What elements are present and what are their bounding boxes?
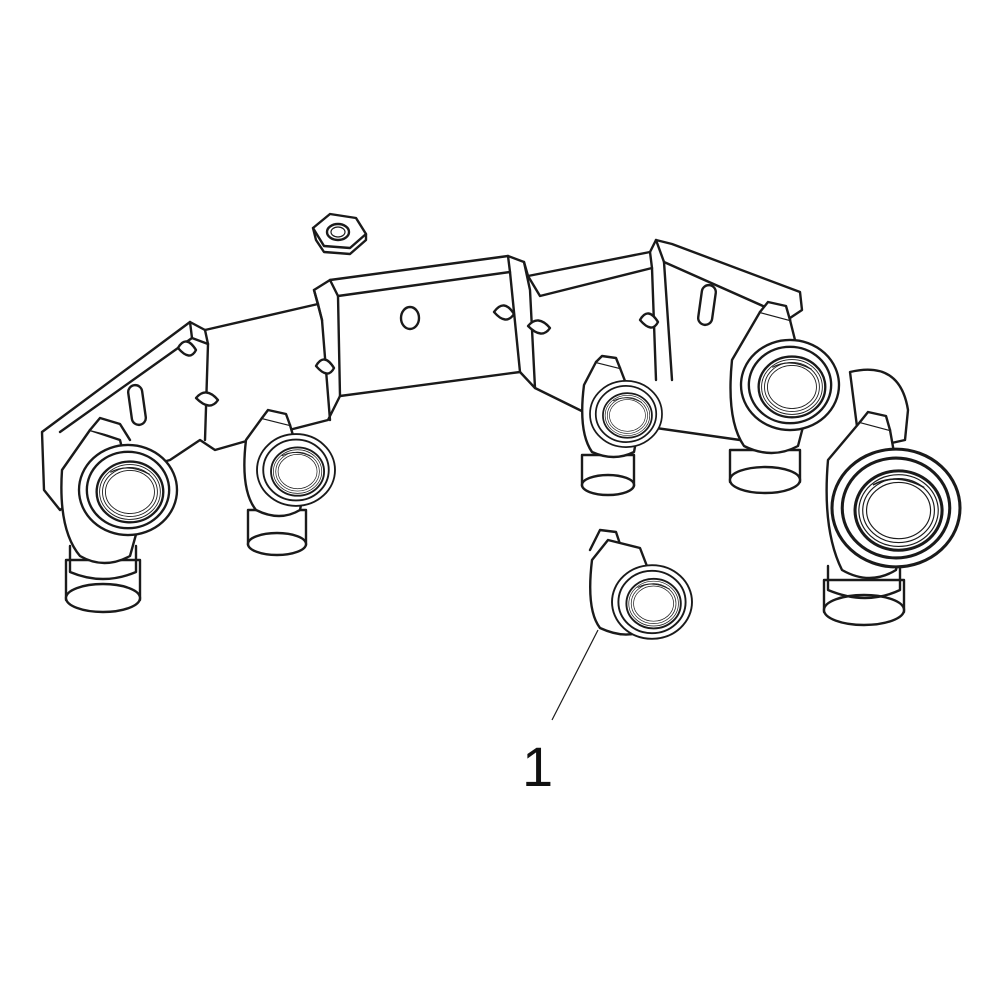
left-slot (126, 383, 148, 427)
right-slot (696, 283, 718, 327)
callout-label: 1 (522, 735, 553, 798)
center-hole (399, 305, 421, 331)
dimple (194, 391, 220, 407)
dimple (526, 319, 552, 335)
dimple (314, 358, 336, 375)
dimple (176, 340, 198, 357)
elbow-fitting-far-right (822, 368, 962, 627)
hex-nut (311, 212, 368, 256)
elbow-fitting-left-middle (243, 408, 336, 557)
leader-line (551, 629, 599, 721)
dimple (638, 312, 660, 329)
loose-elbow-fitting (588, 528, 693, 640)
mounting-bracket (40, 238, 804, 512)
elbow-fitting-right (728, 300, 841, 495)
elbow-fitting-right-middle (580, 354, 663, 497)
callout-1: 1 (522, 629, 599, 798)
elbow-fitting-left (60, 416, 179, 614)
dimple (492, 304, 516, 321)
